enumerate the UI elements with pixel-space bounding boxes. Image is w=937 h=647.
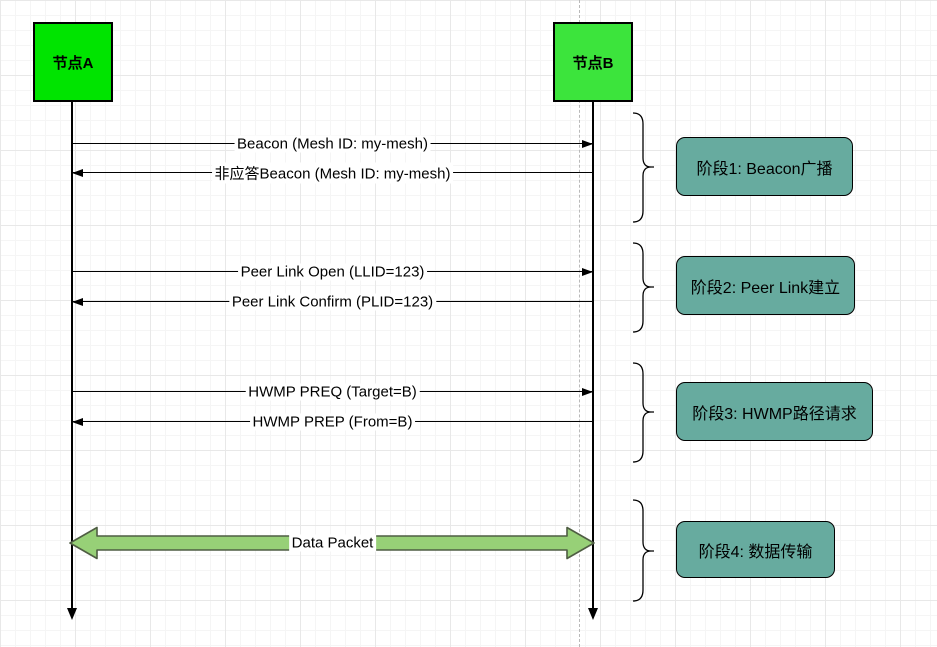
- arrowhead-right-icon: [582, 139, 593, 148]
- phase-3-box[interactable]: 阶段3: HWMP路径请求: [676, 382, 873, 441]
- message-label: Beacon (Mesh ID: my-mesh): [234, 135, 431, 153]
- node-a-label: 节点A: [52, 54, 94, 72]
- lifeline-node-b[interactable]: [592, 102, 594, 608]
- message-hwmp-preq[interactable]: HWMP PREQ (Target=B): [72, 381, 593, 403]
- lifeline-a-arrowhead-icon: [67, 608, 77, 620]
- phase-1-box[interactable]: 阶段1: Beacon广播: [676, 137, 853, 196]
- phase-1-label: 阶段1: Beacon广播: [696, 160, 833, 178]
- phase-3-label: 阶段3: HWMP路径请求: [692, 405, 857, 423]
- lifeline-node-a[interactable]: [71, 102, 73, 608]
- arrowhead-right-icon: [582, 267, 593, 276]
- phase-4-label: 阶段4: 数据传输: [698, 543, 813, 561]
- message-label: Peer Link Open (LLID=123): [237, 263, 428, 281]
- arrowhead-left-icon: [72, 417, 83, 426]
- phase-4-bracket[interactable]: [632, 499, 654, 602]
- message-beacon[interactable]: Beacon (Mesh ID: my-mesh): [72, 133, 593, 155]
- message-hwmp-prep[interactable]: HWMP PREP (From=B): [72, 411, 593, 433]
- phase-4-box[interactable]: 阶段4: 数据传输: [676, 521, 835, 578]
- message-label: Peer Link Confirm (PLID=123): [228, 293, 437, 311]
- message-beacon-reply[interactable]: 非应答Beacon (Mesh ID: my-mesh): [72, 162, 593, 184]
- lifeline-b-arrowhead-icon: [588, 608, 598, 620]
- message-peer-link-confirm[interactable]: Peer Link Confirm (PLID=123): [72, 291, 593, 313]
- phase-2-bracket[interactable]: [632, 242, 654, 333]
- node-b-label: 节点B: [572, 54, 614, 72]
- arrowhead-right-icon: [582, 387, 593, 396]
- message-label: HWMP PREP (From=B): [249, 413, 416, 431]
- phase-2-label: 阶段2: Peer Link建立: [690, 279, 841, 297]
- page-boundary-divider: [579, 0, 580, 647]
- phase-2-box[interactable]: 阶段2: Peer Link建立: [676, 256, 855, 315]
- phase-3-bracket[interactable]: [632, 362, 654, 463]
- node-a-box[interactable]: 节点A: [33, 22, 113, 102]
- message-label: 非应答Beacon (Mesh ID: my-mesh): [211, 162, 454, 184]
- phase-1-bracket[interactable]: [632, 112, 654, 223]
- arrowhead-left-icon: [72, 168, 83, 177]
- node-b-box[interactable]: 节点B: [553, 22, 633, 102]
- arrowhead-left-icon: [72, 297, 83, 306]
- message-data-packet[interactable]: Data Packet: [72, 532, 593, 554]
- message-label: HWMP PREQ (Target=B): [245, 383, 420, 401]
- message-peer-link-open[interactable]: Peer Link Open (LLID=123): [72, 261, 593, 283]
- message-label: Data Packet: [288, 534, 377, 552]
